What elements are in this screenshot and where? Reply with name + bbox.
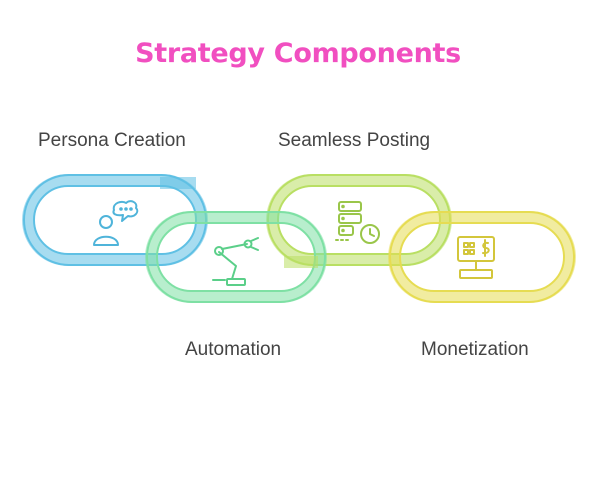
label-seamless-posting: Seamless Posting (278, 130, 431, 151)
diagram-title: Strategy Components (135, 38, 461, 69)
label-automation: Automation (185, 339, 282, 360)
label-persona-creation: Persona Creation (38, 130, 186, 151)
chain-link-monetization (388, 211, 576, 303)
label-monetization: Monetization (421, 339, 529, 360)
cash-register-icon (457, 236, 495, 279)
chain-link-automation (145, 211, 327, 303)
server-clock-icon (335, 201, 380, 244)
robotic-arm-icon (212, 237, 259, 286)
persona-thought-icon (93, 200, 139, 246)
